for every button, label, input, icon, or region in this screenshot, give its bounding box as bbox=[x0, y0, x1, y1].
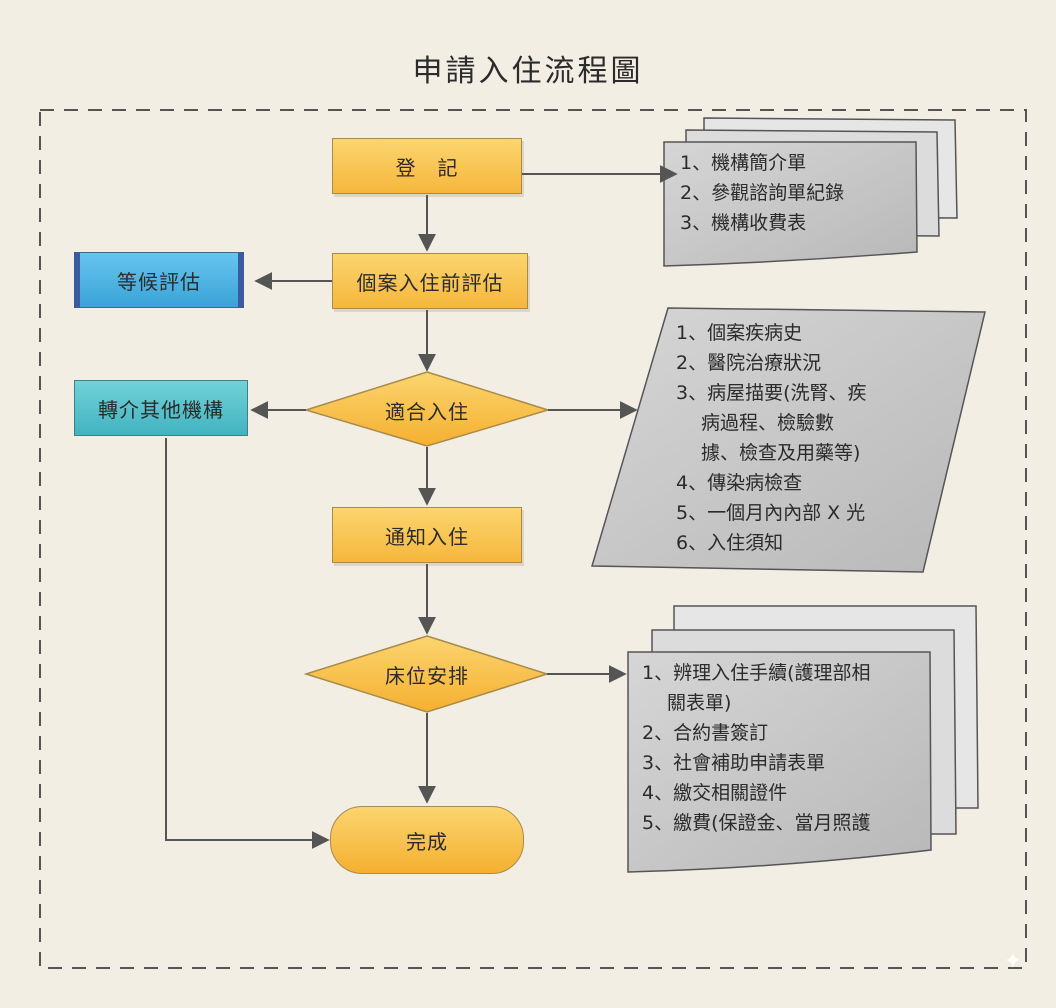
doc3-line: 5、繳費(保證金、當月照護 bbox=[642, 812, 871, 834]
doc3-line: 4、繳交相關證件 bbox=[642, 782, 788, 804]
doc1-line: 2、參觀諮詢單紀錄 bbox=[680, 182, 845, 204]
process-notify: 通知入住 bbox=[332, 507, 522, 563]
doc2-line: 3、病屋描要(洗腎、疾 bbox=[676, 382, 867, 404]
sparkle-icon: ✦ bbox=[1003, 949, 1022, 974]
decision-suitable-label: 適合入住 bbox=[385, 399, 469, 424]
document-stack-3 bbox=[627, 605, 979, 873]
doc3-line: 3、社會補助申請表單 bbox=[642, 752, 826, 774]
doc2-line: 4、傳染病檢查 bbox=[676, 472, 803, 494]
doc2-line: 2、醫院治療狀況 bbox=[676, 352, 822, 374]
process-waiting: 等候評估 bbox=[74, 252, 244, 308]
doc2-line: 5、一個月內內部 X 光 bbox=[676, 502, 866, 524]
doc2-line: 據、檢查及用藥等) bbox=[676, 442, 861, 464]
terminal-done: 完成 bbox=[330, 806, 524, 874]
doc3-line: 2、合約書簽訂 bbox=[642, 722, 769, 744]
doc2-text: 1、個案疾病史 2、醫院治療狀況 3、病屋描要(洗腎、疾 病過程、檢驗數 據、檢… bbox=[676, 318, 867, 558]
doc2-line: 病過程、檢驗數 bbox=[676, 412, 835, 434]
doc2-line: 1、個案疾病史 bbox=[676, 322, 803, 344]
decision-bed-label: 床位安排 bbox=[385, 663, 469, 688]
doc1-text: 1、機構簡介單 2、參觀諮詢單紀錄 3、機構收費表 bbox=[680, 148, 844, 238]
process-register: 登 記 bbox=[332, 138, 522, 194]
decision-diamond-bed bbox=[303, 635, 550, 713]
doc1-line: 3、機構收費表 bbox=[680, 212, 807, 234]
doc1-line: 1、機構簡介單 bbox=[680, 152, 807, 174]
process-referral: 轉介其他機構 bbox=[74, 380, 248, 436]
doc3-line: 1、辨理入住手續(護理部相 bbox=[642, 662, 871, 684]
decision-diamond-suitable bbox=[303, 371, 551, 447]
document-stack-1 bbox=[663, 117, 958, 267]
document-parallelogram bbox=[591, 307, 986, 573]
dashed-frame bbox=[39, 109, 1027, 969]
process-pre-assessment: 個案入住前評估 bbox=[332, 253, 528, 309]
doc2-line: 6、入住須知 bbox=[676, 532, 784, 554]
doc3-text: 1、辨理入住手續(護理部相 關表單) 2、合約書簽訂 3、社會補助申請表單 4、… bbox=[642, 658, 871, 838]
doc3-line: 關表單) bbox=[642, 692, 732, 714]
diagram-title: 申請入住流程圖 bbox=[412, 54, 644, 89]
arrow-referral-to-done bbox=[165, 438, 330, 849]
